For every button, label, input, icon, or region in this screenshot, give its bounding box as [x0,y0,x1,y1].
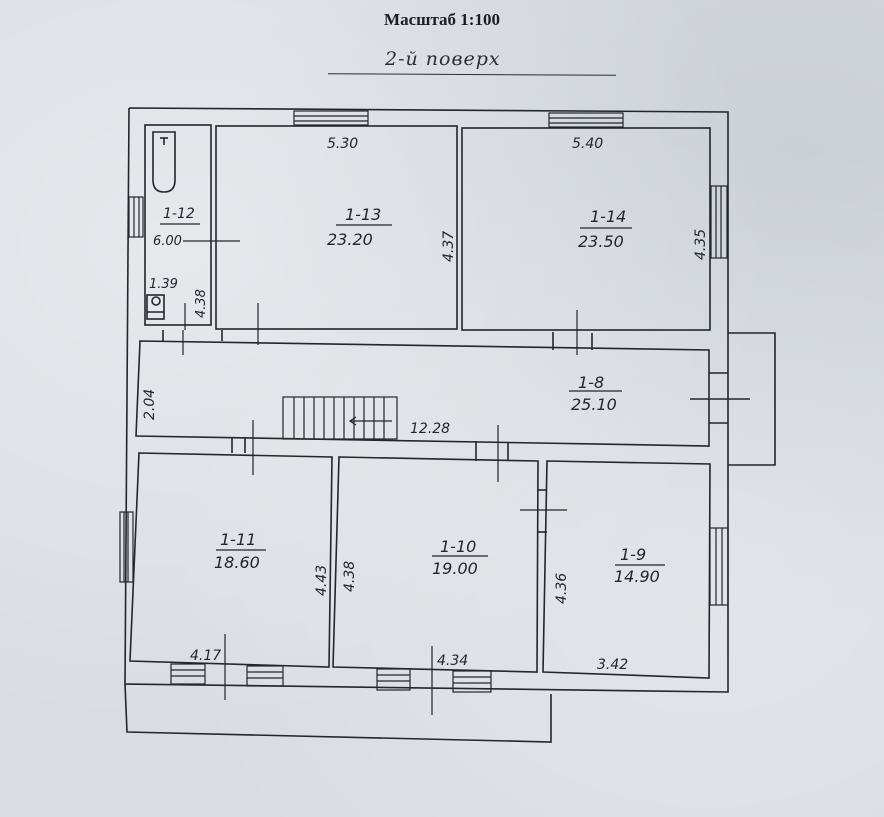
room-1-10-length: 4.38 [342,561,358,592]
room-1-8-length: 12.28 [410,421,450,437]
room-1-13-length: 4.37 [441,231,457,262]
room-1-14-id: 1-14 [590,207,626,226]
room-1-10-width: 4.34 [437,653,468,669]
scale-title: Масштаб 1:100 [384,10,500,29]
room-1-13 [215,125,458,345]
room-1-9-id: 1-9 [620,545,646,564]
room-1-12-length: 4.38 [194,289,209,318]
staircase-icon [282,396,398,440]
room-1-12-id: 1-12 [163,206,195,222]
room-1-13-width: 5.30 [327,136,358,152]
room-1-11-area: 18.60 [214,553,260,572]
room-1-11-length: 4.43 [314,565,330,596]
room-1-14-length: 4.35 [693,229,709,260]
toilet-icon [146,294,165,320]
room-1-8-id: 1-8 [578,373,604,392]
floor-label: 2-й поверх [385,48,501,70]
bottom-balcony [124,683,552,743]
room-1-9-width: 3.42 [597,657,628,673]
room-1-13-area: 23.20 [327,230,373,249]
room-1-12 [144,124,240,330]
window-bottom-1-10 [376,668,492,693]
room-1-9-length: 4.36 [554,573,570,604]
room-1-11-width: 4.17 [190,648,221,664]
room-1-8-area: 25.10 [571,395,617,414]
room-1-9-area: 14.90 [614,567,660,586]
outer-walls [124,107,729,693]
room-1-14-width: 5.40 [572,136,603,152]
room-1-10-area: 19.00 [432,559,478,578]
window-right-1-9 [709,527,729,606]
room-1-8-width: 2.04 [142,389,158,420]
room-1-12-area: 6.00 [153,234,182,249]
right-porch [690,332,776,466]
window-top-1-14 [548,112,624,128]
room-1-12-width: 1.39 [149,277,178,292]
room-1-13-id: 1-13 [345,205,381,224]
window-bottom-1-11 [170,663,284,687]
room-1-10 [332,425,539,715]
room-1-10-id: 1-10 [440,537,476,556]
window-right-1-14 [710,185,728,259]
room-1-9 [520,460,711,679]
bathtub-icon [152,131,176,193]
window-top-1-13 [293,110,369,126]
room-1-8 [135,330,728,447]
room-1-14-area: 23.50 [578,232,624,251]
room-1-11-id: 1-11 [220,530,256,549]
window-left-1-11 [119,511,134,583]
window-left-bath [128,196,144,238]
room-1-11 [129,420,333,700]
